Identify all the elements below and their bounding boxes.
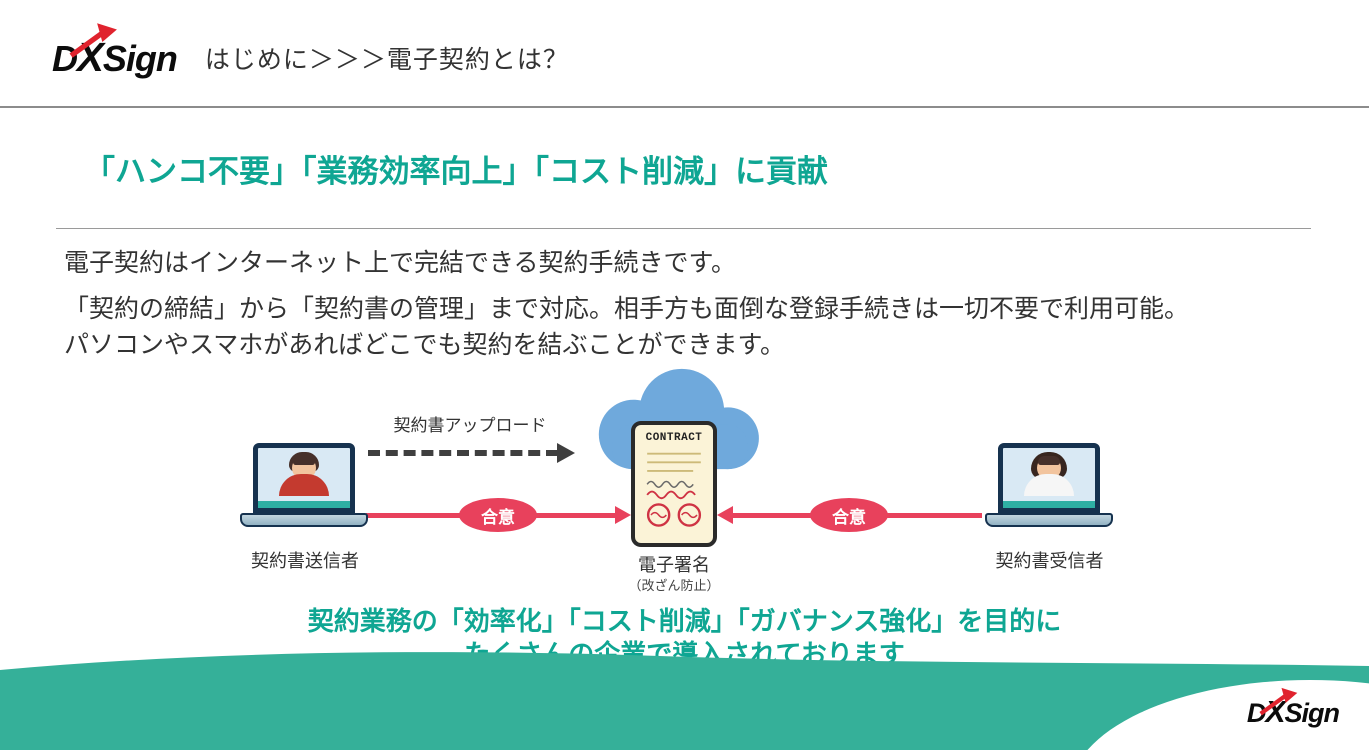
sender-avatar-torso — [279, 474, 329, 496]
receiver-laptop-base — [985, 513, 1113, 527]
logo-letter-d: D — [52, 38, 78, 79]
logo-arrow-icon — [69, 23, 117, 58]
receiver-avatar-torso — [1024, 474, 1074, 496]
receiver-avatar — [1018, 452, 1080, 508]
header-divider — [0, 106, 1369, 108]
receiver-laptop-screen — [998, 443, 1100, 513]
upload-arrow-label: 契約書アップロード — [393, 416, 547, 435]
heading-divider — [56, 228, 1311, 229]
footer-wave — [0, 652, 1369, 750]
footer-logo-letter-d: D — [1246, 698, 1266, 728]
sender-avatar — [273, 452, 335, 508]
footer-logo-letter-sign: Sign — [1284, 698, 1340, 728]
contract-flow-diagram: 契約書アップロード 合意 合意 CONTRACT — [0, 365, 1369, 600]
contract-title: CONTRACT — [645, 432, 703, 444]
contract-tablet: CONTRACT — [631, 421, 717, 547]
esign-sublabel: （改ざん防止） — [628, 578, 720, 593]
page-title: はじめに＞＞＞電子契約とは？ — [204, 45, 569, 74]
contract-scribbles-icon — [646, 452, 702, 527]
main-heading: 「ハンコ不要」「業務効率向上」「コスト削減」に貢献 — [84, 154, 828, 189]
body-text-line1: 「契約の締結」から「契約書の管理」まで対応。相手方も面倒な登録手続きは一切不要で… — [64, 295, 1190, 323]
footer-logo-letter-x-text: X — [1265, 696, 1285, 729]
sender-label: 契約書送信者 — [251, 551, 359, 571]
receiver-screen-bar — [1003, 501, 1095, 508]
agree-badge-left: 合意 — [459, 498, 537, 532]
upload-arrow-icon — [368, 443, 575, 463]
logo-letter-sign: Sign — [102, 38, 178, 79]
sender-laptop — [240, 443, 368, 527]
sender-laptop-base — [240, 513, 368, 527]
agree-badge-right: 合意 — [810, 498, 888, 532]
sender-laptop-screen — [253, 443, 355, 513]
footer-logo-letter-x: X — [1259, 687, 1298, 730]
logo-letter-x: X — [69, 23, 117, 81]
receiver-label: 契約書受信者 — [995, 551, 1104, 571]
receiver-laptop — [985, 443, 1113, 527]
body-text-line2: パソコンやスマホがあればどこでも契約を結ぶことができます。 — [64, 331, 786, 359]
sender-screen-bar — [258, 501, 350, 508]
footer-message-line1: 契約業務の「効率化」「コスト削減」「ガバナンス強化」を目的に — [307, 606, 1062, 636]
intro-text: 電子契約はインターネット上で完結できる契約手続きです。 — [64, 249, 737, 277]
esign-label: 電子署名 — [638, 555, 710, 575]
footer-logo-arrow-icon — [1259, 687, 1298, 716]
